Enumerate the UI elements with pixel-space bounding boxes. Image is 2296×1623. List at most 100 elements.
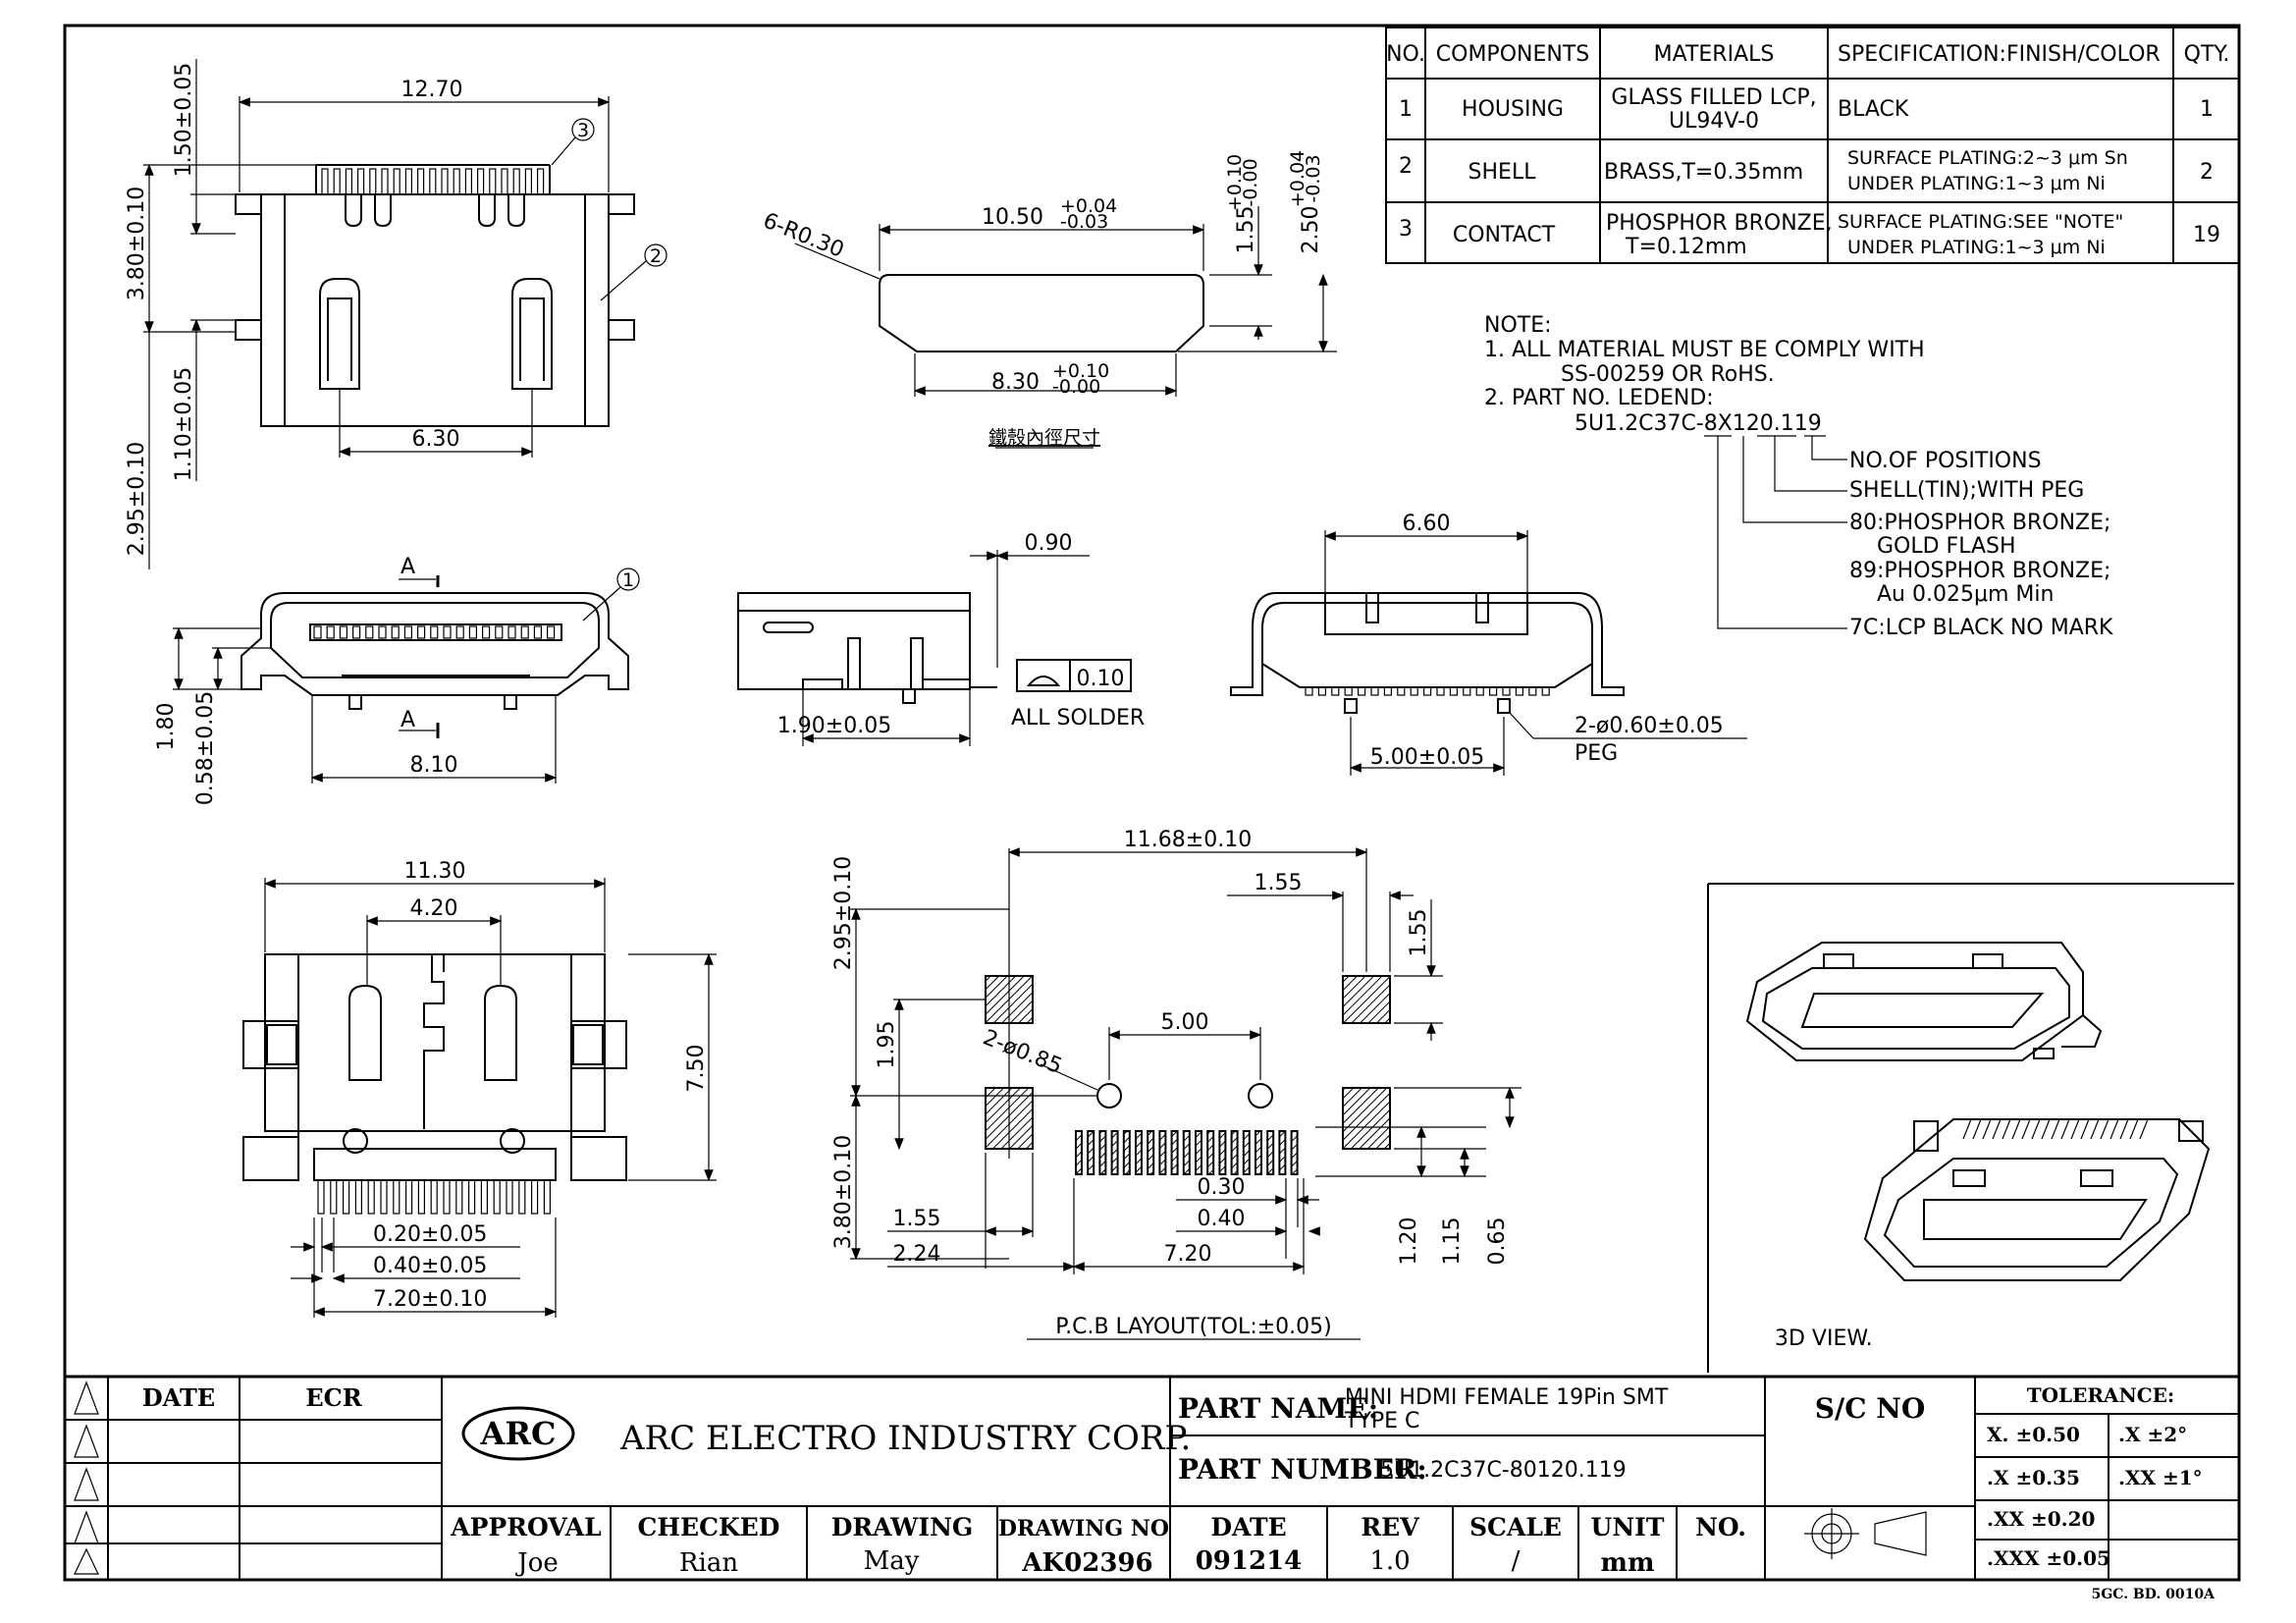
top-pin <box>393 168 400 195</box>
bom-row3-no: 3 <box>1399 217 1413 242</box>
dim-pcb-pad-w: 1.55 <box>1255 871 1303 895</box>
bottom-pin <box>480 1179 488 1215</box>
scale-label: SCALE <box>1469 1513 1562 1542</box>
tol-x: X. ±0.50 <box>1987 1423 2080 1446</box>
iso-pin <box>2011 1118 2021 1140</box>
bom-row3-material: PHOSPHOR BRONZE, <box>1606 211 1833 236</box>
front-contact <box>378 625 387 639</box>
dim-shell-w1-sup: +0.04 <box>1060 195 1117 217</box>
dim-pcb-pad-h: 1.55 <box>1407 909 1431 957</box>
pcb-signal-pad <box>1242 1130 1251 1175</box>
front-contact <box>313 625 322 639</box>
dim-pcb-hole-pitch: 5.00 <box>1161 1010 1209 1035</box>
pcb-signal-pad <box>1266 1130 1275 1175</box>
front-contact <box>546 625 556 639</box>
company-name: ARC ELECTRO INDUSTRY CORP. <box>619 1419 1191 1458</box>
shell-caption: 鐵殼內徑尺寸 <box>988 427 1100 449</box>
bom-row1-component: HOUSING <box>1462 97 1564 122</box>
front-contact <box>430 625 439 639</box>
pcb-layout: 11.68±0.10 1.55 1.55 2.95±0.10 1.95 3.80… <box>831 828 1522 1340</box>
bom-row2-spec: SURFACE PLATING:2~3 μm Sn <box>1847 147 2128 169</box>
notes-title: NOTE: <box>1484 313 1552 338</box>
iso-pin <box>2051 1118 2060 1140</box>
top-pin <box>489 168 497 195</box>
date-label: DATE <box>1210 1513 1286 1542</box>
sc-no-label: S/C NO <box>1815 1392 1925 1425</box>
scale-value: / <box>1512 1546 1521 1576</box>
bom-header-materials: MATERIALS <box>1654 42 1775 67</box>
top-pin <box>369 168 377 195</box>
dim-shell-w2-sup: +0.10 <box>1052 360 1109 382</box>
tol-x-angle: .X ±2° <box>2118 1423 2187 1446</box>
bom-row1-no: 1 <box>1399 97 1413 122</box>
dim-top-width: 12.70 <box>401 78 463 102</box>
rear-pin <box>1449 686 1459 696</box>
dim-pcb-pad-span: 7.20 <box>1164 1242 1212 1267</box>
revision-triangle-icon <box>74 1467 99 1501</box>
top-pin <box>477 168 485 195</box>
bom-row3-spec-2: UNDER PLATING:1~3 μm Ni <box>1847 237 2106 258</box>
pcb-signal-pad <box>1230 1130 1239 1175</box>
pcb-signal-pad <box>1206 1130 1215 1175</box>
dim-shell-w2-sub: -0.00 <box>1052 376 1100 398</box>
notes-block: NOTE: 1. ALL MATERIAL MUST BE COMPLY WIT… <box>1484 313 2113 640</box>
tolerance-label: TOLERANCE: <box>2027 1383 2175 1407</box>
rear-pin <box>1475 686 1484 696</box>
front-contact <box>352 625 361 639</box>
iso-pin <box>1992 1118 2002 1140</box>
rear-pin <box>1383 686 1393 696</box>
dim-pin-pitch: 0.40±0.05 <box>373 1254 487 1278</box>
bom-row3-spec: SURFACE PLATING:SEE "NOTE" <box>1838 211 2123 233</box>
top-pin <box>381 168 389 195</box>
bottom-pin <box>330 1179 338 1215</box>
rear-view: 6.60 5.00±0.05 2-ø0.60±0.05 PEG <box>1230 512 1747 776</box>
top-pin <box>345 168 352 195</box>
dim-bottom-height: 7.50 <box>684 1045 709 1093</box>
dim-front-h2: 0.58±0.05 <box>193 691 218 805</box>
iso-pin <box>1982 1118 1992 1140</box>
rear-pin <box>1422 686 1432 696</box>
part-name-value: MINI HDMI FEMALE 19Pin SMT <box>1345 1385 1669 1410</box>
tol-x1: .X ±0.35 <box>1987 1466 2080 1489</box>
drawing-label: DRAWING <box>831 1513 974 1542</box>
top-pin <box>512 168 520 195</box>
bottom-pin <box>417 1179 425 1215</box>
rear-pin <box>1331 686 1340 696</box>
unit-value: mm <box>1600 1548 1654 1578</box>
callout-3: 3 <box>577 120 589 141</box>
dim-bottom-w2: 4.20 <box>410 896 458 921</box>
front-contact <box>417 625 426 639</box>
pcb-signal-pad <box>1255 1130 1262 1175</box>
section-a-bottom: A <box>400 708 415 732</box>
rev-label: REV <box>1361 1513 1419 1542</box>
legend-89: 89:PHOSPHOR BRONZE; <box>1849 559 2110 583</box>
rear-pin <box>1370 686 1379 696</box>
checked-value: Rian <box>679 1548 738 1578</box>
dim-pin-span: 7.20±0.10 <box>373 1287 487 1312</box>
bom-header-spec: SPECIFICATION:FINISH/COLOR <box>1838 42 2161 67</box>
title-block: DATE ECR ARC ARC ELECTRO INDUSTRY CORP. … <box>65 1375 2239 1602</box>
callout-2: 2 <box>650 245 662 267</box>
bottom-pin <box>443 1179 451 1215</box>
pcb-signal-pad <box>1087 1130 1095 1175</box>
front-contact <box>495 625 504 639</box>
drawing-value: May <box>864 1546 920 1576</box>
dim-top-h1: 3.80±0.10 <box>125 187 149 300</box>
part-name-value-2: TYPE C <box>1344 1409 1419 1434</box>
footer-code: 5GC. BD. 0010A <box>2092 1587 2216 1602</box>
rear-pin <box>1305 686 1313 696</box>
dim-pcb-h3: 3.80±0.10 <box>831 1135 856 1249</box>
dim-shell-h1-sup: +0.10 <box>1224 154 1246 211</box>
dim-top-pitch: 6.30 <box>412 427 460 452</box>
legend-80b: GOLD FLASH <box>1877 534 2016 559</box>
no-label: NO. <box>1695 1513 1746 1542</box>
iso-pin <box>2002 1118 2011 1140</box>
pcb-signal-pad <box>1218 1130 1227 1175</box>
bottom-pin <box>455 1179 463 1215</box>
front-view: A A 1 8.10 1.80 0.58±0.05 <box>154 555 640 805</box>
dim-front-width: 8.10 <box>410 753 458 778</box>
approval-value: Joe <box>514 1548 558 1578</box>
bottom-pin <box>380 1179 388 1215</box>
dim-rear-width: 6.60 <box>1403 512 1451 536</box>
top-pin <box>404 168 412 195</box>
